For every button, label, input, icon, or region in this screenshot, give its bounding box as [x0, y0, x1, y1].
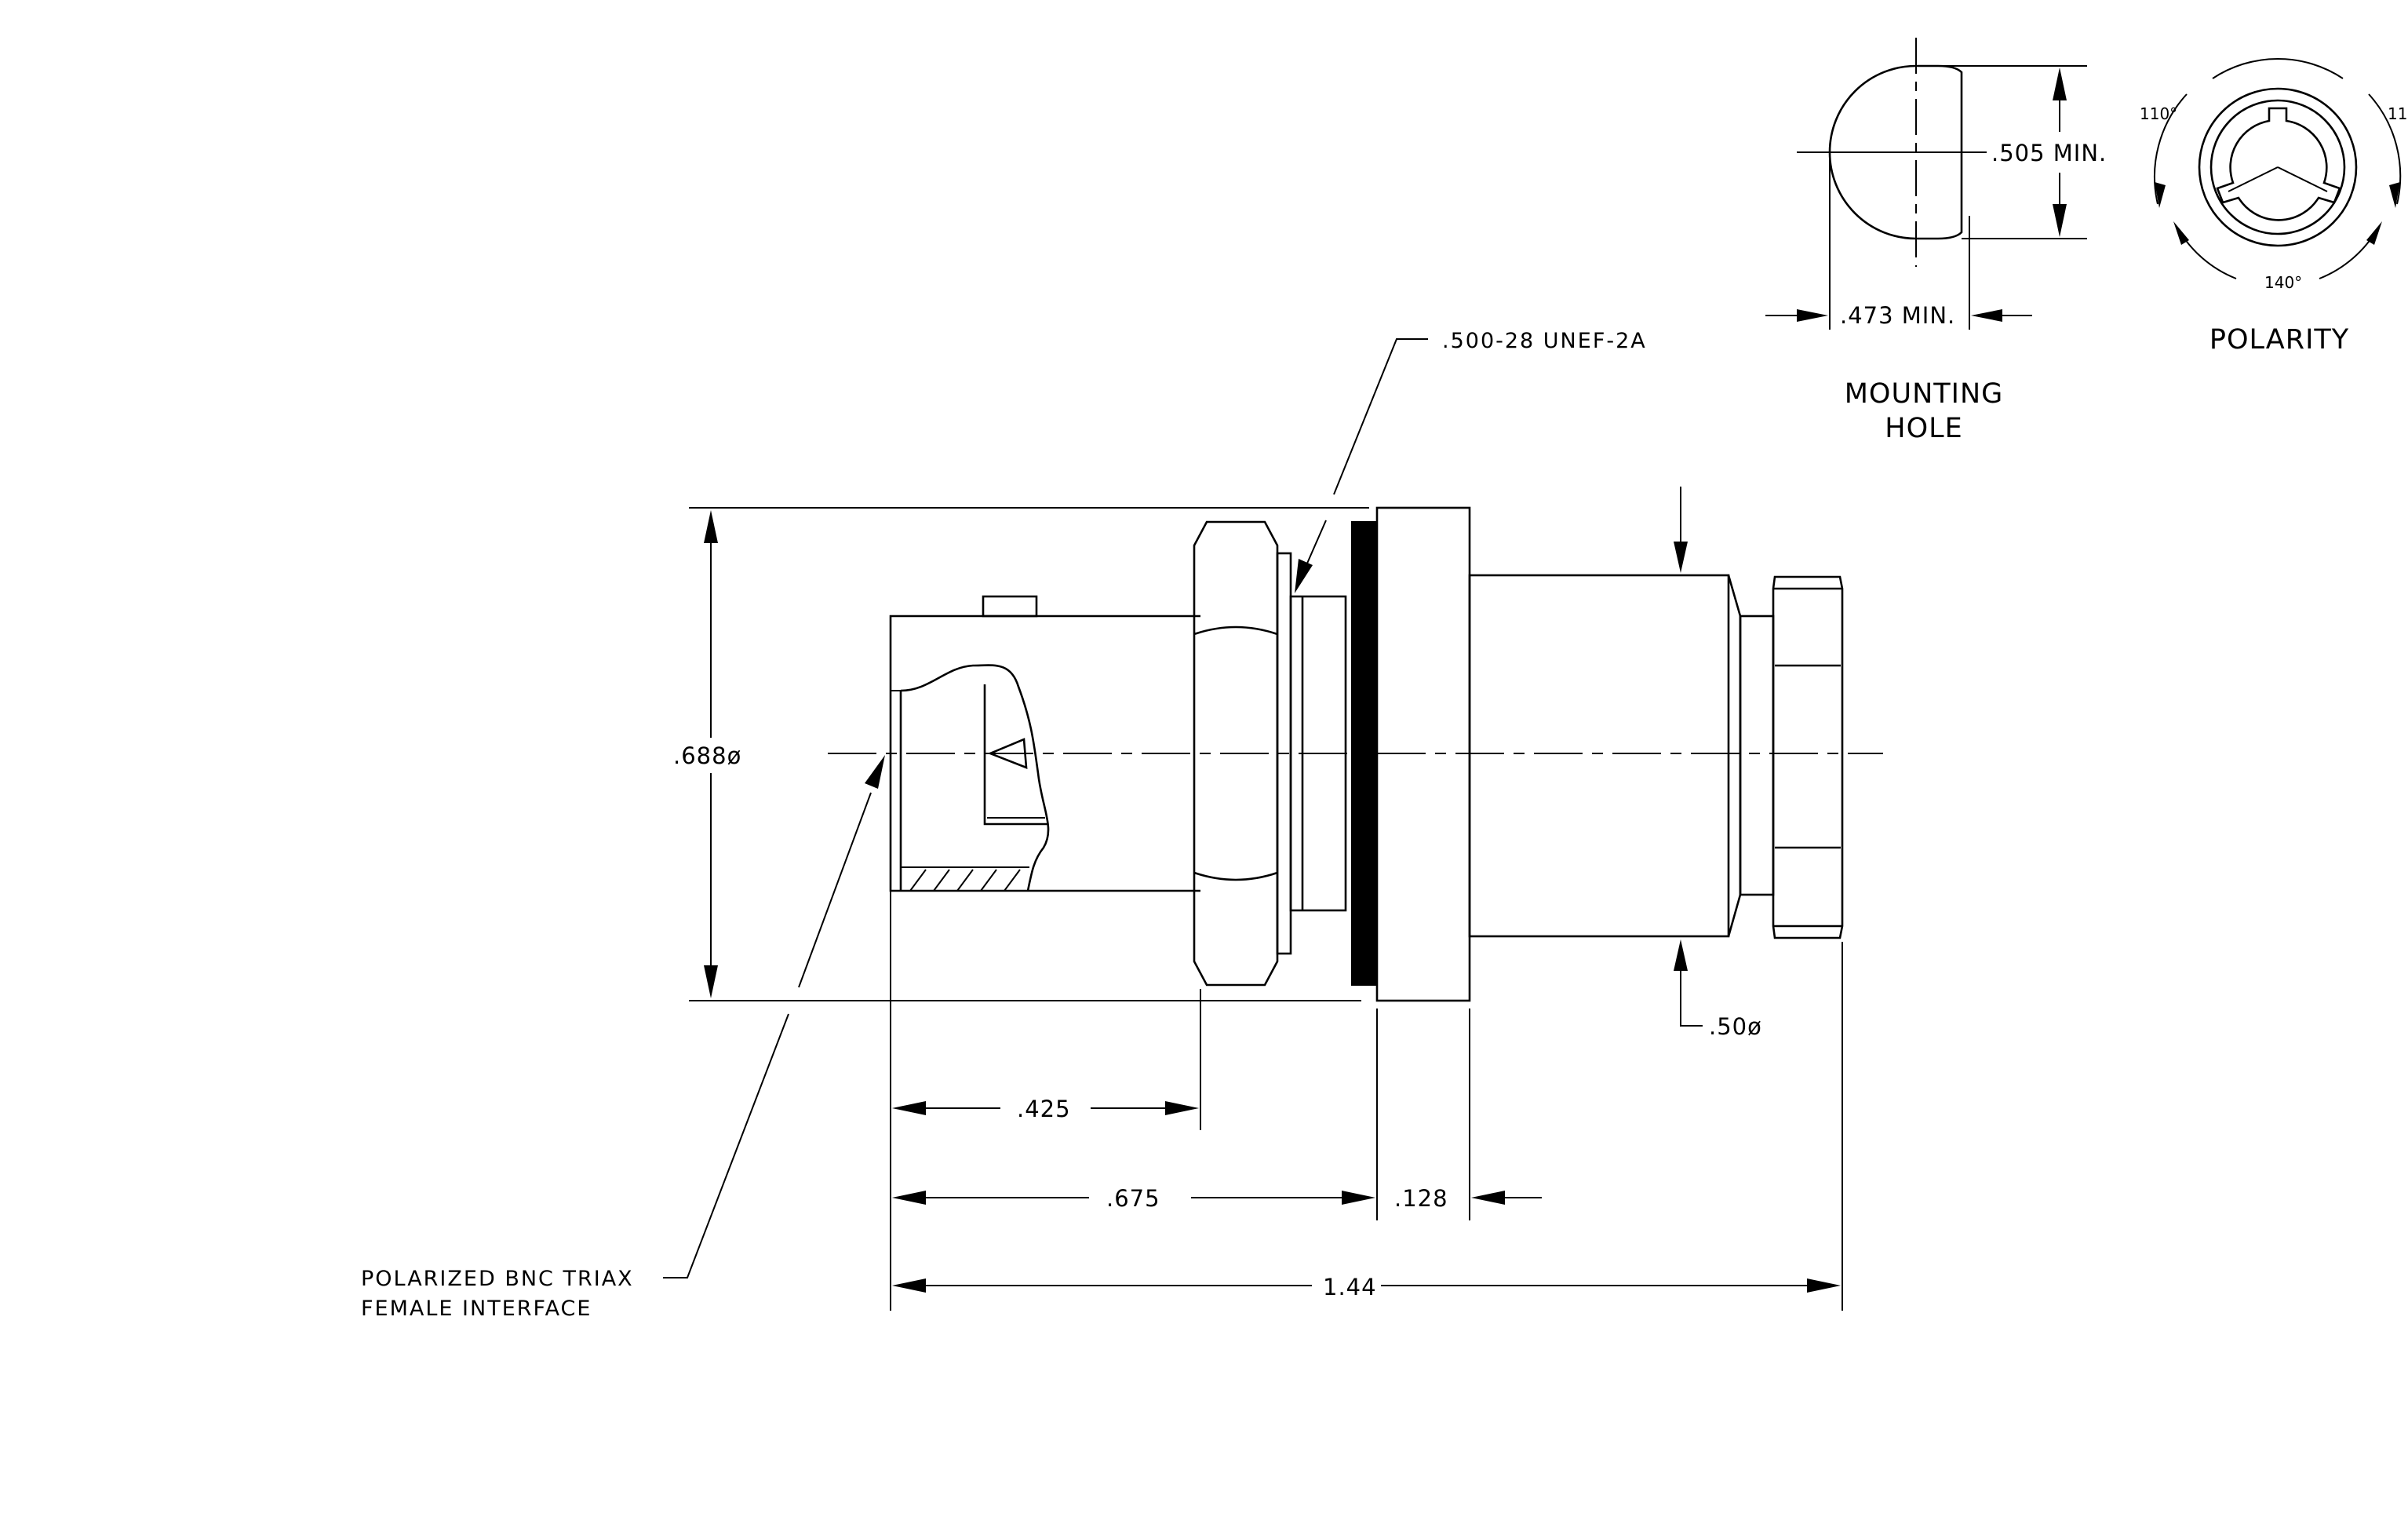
polarity-inner-circle — [2209, 99, 2346, 235]
polarity-view: 110° 110° 140° POLARITY — [2140, 57, 2408, 356]
rear-hex-nut — [1772, 575, 1844, 939]
mounting-hole-view: .505 MIN. .473 MIN. MOUNTING HOLE — [1765, 38, 2107, 444]
dimension-body-diameter — [689, 507, 1369, 1001]
mounting-hole-473-label: .473 MIN. — [1840, 302, 1955, 329]
dimension-675 — [892, 1191, 1375, 1205]
interface-callout-line1: POLARIZED BNC TRIAX — [361, 1267, 634, 1291]
dimension-425 — [892, 1101, 1199, 1115]
cutaway-break-line — [900, 664, 1050, 892]
extension-lines — [890, 891, 1843, 1311]
center-contact — [983, 684, 1047, 826]
dim-128-label: .128 — [1394, 1185, 1448, 1212]
dim-675-label: .675 — [1106, 1185, 1160, 1212]
mounting-hole-title-2: HOLE — [1885, 413, 1962, 444]
o-ring-gasket — [1351, 521, 1376, 986]
front-hex-nut — [1193, 520, 1279, 987]
rear-body — [1468, 574, 1730, 938]
bayonet-stud — [982, 595, 1038, 618]
polarity-angle-right: 110° — [2388, 104, 2408, 123]
insulator-hatching — [909, 869, 1021, 892]
dim-body-diameter-label: .688ø — [673, 742, 741, 769]
bnc-body — [889, 595, 1200, 892]
dimension-rear-diameter — [1674, 487, 1703, 1027]
rear-neck — [1739, 615, 1775, 896]
threaded-shank — [1289, 595, 1347, 912]
dim-425-label: .425 — [1017, 1096, 1071, 1122]
mounting-hole-505-label: .505 MIN. — [1991, 140, 2107, 166]
polarity-title: POLARITY — [2209, 324, 2349, 356]
dim-rear-diameter-label: .50ø — [1709, 1013, 1762, 1040]
polarity-angle-bottom: 140° — [2264, 273, 2302, 292]
thread-callout-text: .500-28 UNEF-2A — [1442, 329, 1647, 353]
mounting-hole-outline — [1828, 64, 1963, 240]
interface-callout-line2: FEMALE INTERFACE — [361, 1297, 592, 1321]
polarity-angle-left: 110° — [2140, 104, 2177, 123]
dimension-128 — [1471, 1191, 1542, 1205]
polarity-key-profile — [2216, 107, 2341, 221]
connector-side-view: .688ø .50ø .425 — [361, 329, 1883, 1321]
mounting-hole-title-1: MOUNTING — [1845, 378, 2004, 410]
interface-callout-leader — [663, 755, 885, 1278]
polarity-outer-circle — [2198, 87, 2358, 247]
thread-callout-leader — [1295, 338, 1428, 593]
dimension-overall-length — [892, 1278, 1841, 1293]
dim-overall-length-label: 1.44 — [1323, 1274, 1377, 1300]
